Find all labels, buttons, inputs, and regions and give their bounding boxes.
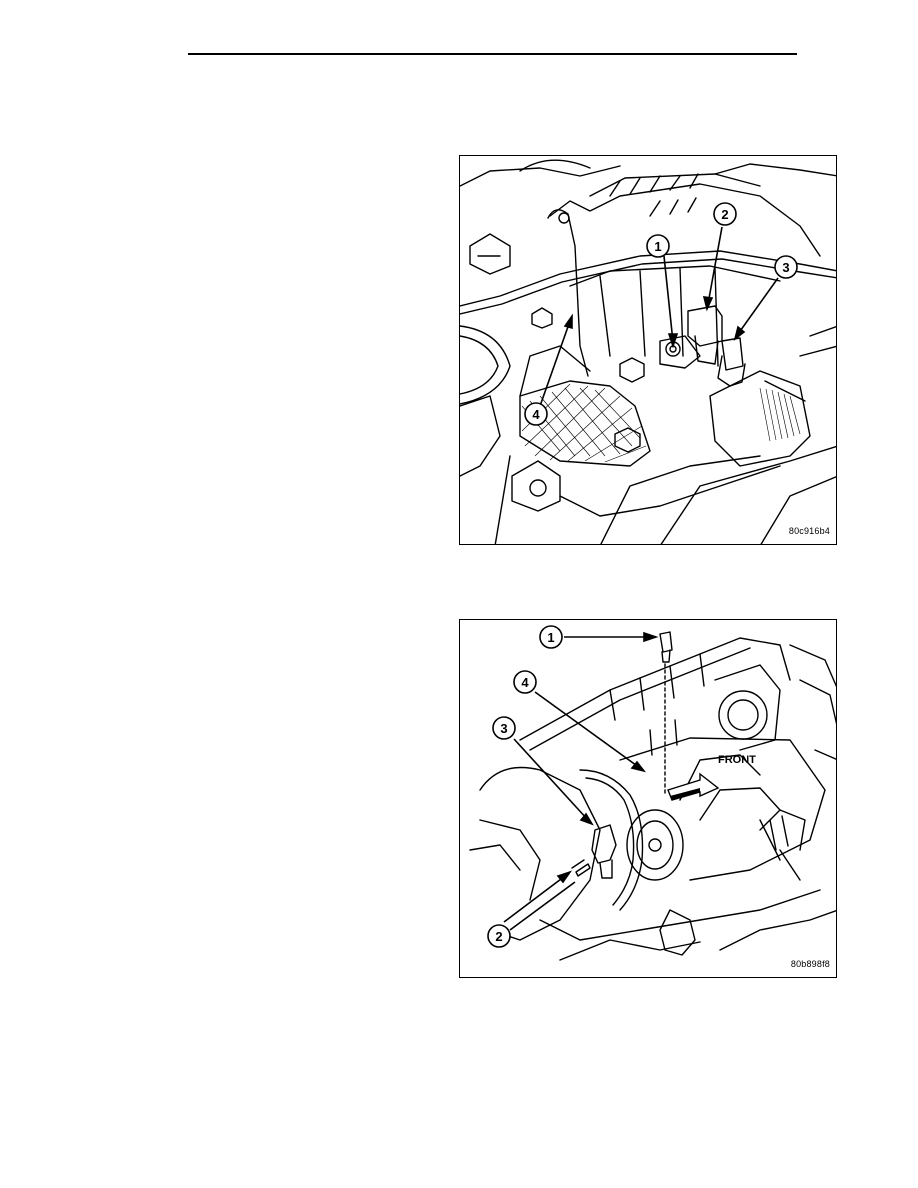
figure-1-callouts: 1 2 3 4 [524, 202, 798, 426]
figure-2-engine-intake-illustration: FRONT 1 2 3 4 80b898f8 [459, 619, 837, 978]
figure-2-callouts: 1 2 3 4 [487, 625, 563, 948]
figure-1-engine-intake-illustration: 1 2 3 4 80c916b4 [459, 155, 837, 545]
figure-2-line-art: FRONT 1 2 3 4 [469, 625, 836, 961]
callout-2: 2 [495, 929, 502, 944]
front-label: FRONT [718, 754, 756, 766]
callout-1: 1 [654, 239, 661, 254]
crosshatch-pattern [521, 383, 647, 463]
callout-4: 4 [532, 407, 540, 422]
callout-2: 2 [721, 207, 728, 222]
figure-1-line-art: 1 2 3 4 [460, 159, 836, 544]
callout-3: 3 [782, 260, 789, 275]
callout-3: 3 [500, 721, 507, 736]
figure-id: 80b898f8 [790, 959, 830, 969]
callout-1: 1 [547, 630, 554, 645]
callout-4: 4 [521, 675, 529, 690]
header-rule [188, 53, 797, 55]
figure-id: 80c916b4 [788, 526, 830, 536]
front-direction-arrow: FRONT [667, 754, 756, 801]
